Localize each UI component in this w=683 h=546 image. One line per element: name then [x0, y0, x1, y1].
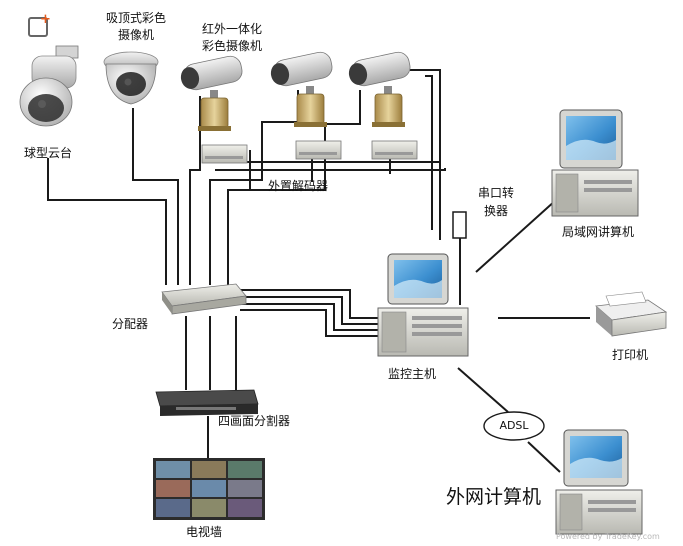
tv-wall — [153, 458, 265, 520]
cable-host-lan — [475, 199, 557, 273]
external-computer — [555, 429, 643, 535]
label-distributor: 分配器 — [112, 317, 149, 331]
external-decoders — [201, 140, 418, 164]
label-serial-converter-line2: 换器 — [484, 204, 509, 218]
cable-dist-host-4 — [240, 309, 378, 337]
cable-ceiling-camera — [132, 108, 179, 285]
monitoring-host — [377, 253, 469, 357]
label-dome-ptz: 球型云台 — [24, 146, 73, 160]
label-quad-splitter: 四画面分割器 — [218, 414, 291, 428]
printer — [595, 291, 668, 337]
cable-serial-top-2 — [425, 75, 433, 230]
cable-serial-top — [410, 69, 441, 240]
label-lan-computer: 局域网讲算机 — [562, 225, 635, 239]
label-printer: 打印机 — [612, 348, 649, 362]
cable-ir-camera-1 — [189, 96, 201, 285]
cable-host-adsl — [457, 367, 509, 413]
cable-dist-host-1 — [240, 289, 378, 319]
cable-adsl-external — [527, 441, 561, 473]
label-ir-camera-line2: 彩色摄像机 — [201, 39, 262, 53]
label-decoder: 外置解码器 — [268, 179, 329, 193]
cable-decoders — [215, 168, 446, 171]
ir-camera-3 — [348, 51, 411, 127]
cable-dist-host-2 — [240, 296, 378, 325]
dome-ptz-camera — [19, 45, 79, 127]
label-serial-converter-line1: 串口转 — [478, 186, 515, 200]
adsl-node — [483, 411, 545, 441]
watermark: Powered by TradeKey.com — [556, 532, 660, 541]
label-adsl: ADSL — [499, 419, 529, 432]
brand-logo-icon — [28, 17, 48, 37]
ir-camera-1 — [180, 55, 243, 131]
label-external-computer: 外网计算机 — [446, 486, 542, 508]
distributor — [161, 283, 247, 315]
label-ceiling-camera-line1: 吸顶式彩色 — [105, 11, 166, 25]
ir-camera-2 — [270, 51, 333, 127]
quad-splitter — [155, 389, 259, 416]
cable-dist-host-3 — [240, 303, 378, 331]
plus-icon: + — [40, 12, 51, 27]
lan-computer — [551, 109, 639, 217]
ceiling-dome-camera — [103, 51, 159, 105]
label-tv-wall: 电视墙 — [186, 525, 223, 539]
label-ceiling-camera-line2: 摄像机 — [117, 28, 154, 42]
serial-converter — [452, 211, 467, 239]
cable-dome-ptz — [47, 158, 167, 285]
label-monitoring-host: 监控主机 — [388, 367, 437, 381]
label-ir-camera-line1: 红外一体化 — [201, 22, 262, 36]
